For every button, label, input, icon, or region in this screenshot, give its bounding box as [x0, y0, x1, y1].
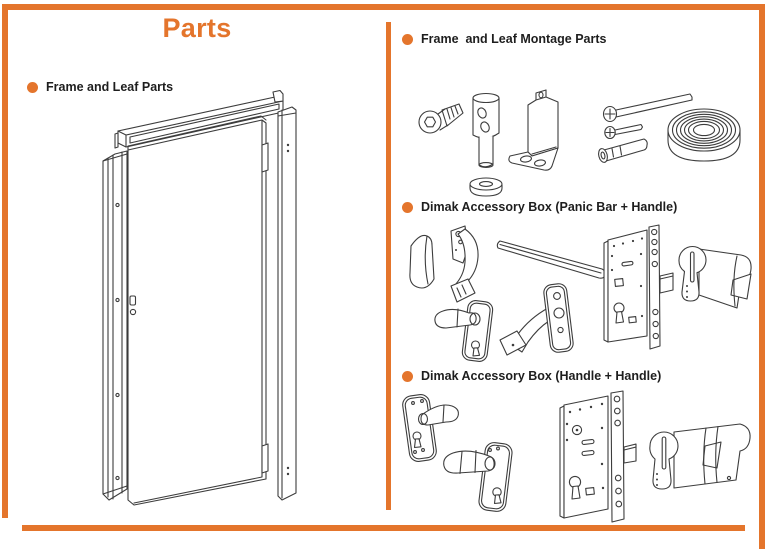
- allen-bolt-icon: [418, 103, 464, 134]
- lock-cutout: [129, 295, 137, 306]
- mortise-lock-icon: [559, 390, 637, 523]
- orange-dot-icon: [27, 81, 38, 93]
- page-border-top: [2, 4, 765, 10]
- column-divider: [386, 22, 391, 510]
- hinge-block-bottom: [261, 443, 269, 474]
- montage-parts-drawing: [418, 89, 741, 197]
- left-section-heading: Frame and Leaf Parts: [27, 80, 173, 94]
- handle-box-section-label: Dimak Accessory Box (Handle + Handle): [421, 369, 662, 383]
- panic-box-section-label: Dimak Accessory Box (Panic Bar + Handle): [421, 200, 678, 214]
- short-screw-icon: [604, 123, 644, 140]
- bracket-arm-icon: [499, 283, 574, 356]
- page-border-bottom: [22, 525, 745, 531]
- end-cap-cover-icon: [409, 234, 435, 289]
- left-section-label: Frame and Leaf Parts: [46, 80, 174, 94]
- washer-grommet-icon: [469, 177, 503, 197]
- anchor-bolt-icon: [598, 138, 648, 163]
- half-euro-cylinder-icon: [678, 245, 752, 309]
- orange-dot-icon: [402, 370, 413, 382]
- top-frame-header: [114, 90, 284, 149]
- montage-section-heading: Frame and Leaf Montage Parts: [402, 32, 606, 46]
- lever-handle-escutcheon-icon: [402, 394, 459, 462]
- exploded-door-drawing: [102, 90, 297, 506]
- mortise-lock-icon: [603, 224, 674, 350]
- handle-box-section-heading: Dimak Accessory Box (Handle + Handle): [402, 369, 661, 383]
- panic-bar-handle-drawing: [409, 224, 752, 362]
- handle-handle-drawing: [402, 390, 751, 523]
- long-screw-icon: [602, 93, 693, 123]
- panic-box-section-heading: Dimak Accessory Box (Panic Bar + Handle): [402, 200, 677, 214]
- orange-dot-icon: [402, 33, 413, 45]
- door-leaf: [127, 115, 269, 506]
- l-mounting-bracket-icon: [508, 89, 559, 171]
- gasket-tape-roll-icon: [667, 108, 741, 162]
- hinge-block-top: [261, 142, 269, 173]
- hinge-pin-cylinder-icon: [472, 92, 500, 168]
- cylinder-cutout: [129, 308, 137, 316]
- push-bar-tube-icon: [496, 240, 606, 279]
- page-title: Parts: [162, 13, 232, 43]
- panic-bar-mechanism-icon: [450, 225, 479, 303]
- orange-dot-icon: [402, 201, 413, 213]
- montage-section-label: Frame and Leaf Montage Parts: [421, 32, 607, 46]
- page-border-left: [2, 4, 8, 518]
- page-border-right: [759, 4, 765, 549]
- lever-handle-escutcheon-icon: [443, 442, 513, 512]
- lever-handle-escutcheon-icon: [434, 300, 494, 362]
- double-euro-cylinder-icon: [649, 423, 751, 490]
- left-frame-jamb-profile: [102, 150, 128, 501]
- right-frame-jamb-profile: [277, 106, 297, 501]
